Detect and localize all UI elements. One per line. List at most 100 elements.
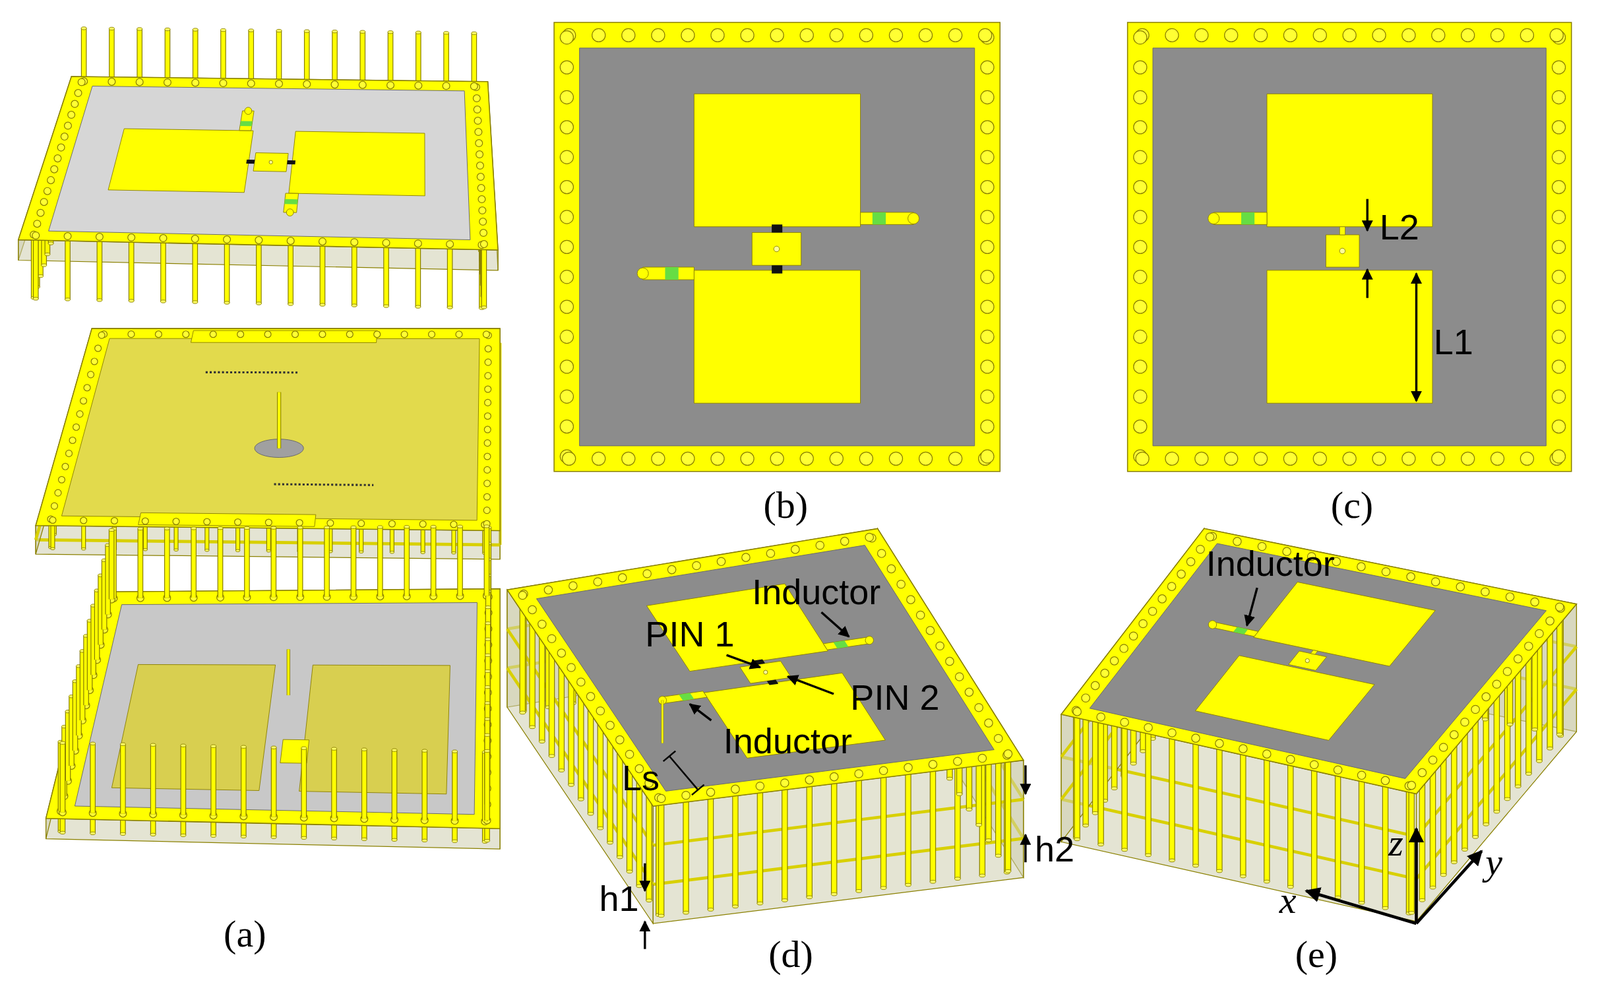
- via-pillar: [452, 751, 457, 821]
- via-pillar-edge: [855, 773, 862, 892]
- via-cap: [360, 30, 366, 33]
- via-cap: [301, 746, 307, 750]
- via-cap: [529, 725, 536, 729]
- via-hole: [80, 397, 88, 405]
- via-pillar: [906, 767, 911, 886]
- via-hole: [1471, 705, 1480, 713]
- via-pillar-edge: [192, 29, 199, 83]
- dipole-patch: [693, 93, 861, 227]
- via-cap: [451, 552, 456, 555]
- via-pillar: [444, 32, 449, 86]
- via-pillar-edge: [457, 526, 463, 596]
- via-cap: [255, 302, 262, 305]
- via-hole: [1309, 760, 1318, 769]
- pin-diode: [771, 265, 783, 274]
- via-pillar-edge: [1074, 711, 1081, 839]
- axis-label: x: [1279, 881, 1297, 920]
- via-cap: [108, 528, 115, 531]
- via-hole: [60, 133, 68, 141]
- shorting-pin-edge: [661, 700, 665, 744]
- via-cap: [150, 743, 156, 746]
- leader-line: [669, 755, 698, 790]
- via-pillar-edge: [351, 242, 358, 306]
- via-hole: [484, 372, 492, 380]
- via-hole: [1205, 532, 1214, 541]
- via-cap: [391, 838, 398, 841]
- via-cap: [1358, 900, 1365, 905]
- via-cap: [220, 28, 226, 31]
- board-frame: [1061, 528, 1577, 794]
- via-pillar: [109, 28, 114, 82]
- via-pillar-edge: [120, 743, 126, 814]
- via-pillar: [1098, 716, 1104, 845]
- via-hole: [1520, 28, 1534, 42]
- via-hole: [829, 451, 843, 465]
- via-pillar-edge: [707, 792, 714, 910]
- via-hole: [1481, 692, 1490, 701]
- via-pillar: [151, 744, 155, 814]
- via-cap: [297, 526, 303, 529]
- via-hole: [51, 502, 59, 510]
- via-cap: [979, 873, 986, 878]
- via-cap: [658, 914, 665, 918]
- via-hole: [1535, 629, 1544, 638]
- via-hole: [480, 229, 488, 237]
- via-hole: [373, 331, 381, 338]
- via-hole: [1461, 451, 1475, 465]
- via-hole: [474, 117, 482, 125]
- via-hole: [740, 451, 754, 465]
- via-cap: [485, 637, 491, 641]
- via-cap: [430, 524, 436, 528]
- via-pillar: [97, 236, 102, 301]
- via-hole: [455, 331, 463, 338]
- via-cap: [1481, 717, 1488, 721]
- via-cap: [387, 30, 394, 34]
- via-pillar-edge: [1408, 785, 1415, 913]
- via-hole: [32, 232, 40, 240]
- feed-pin: [277, 392, 281, 449]
- via-hole: [1215, 739, 1224, 748]
- via-hole: [76, 410, 84, 418]
- dipole-patch: [693, 270, 861, 403]
- via-hole: [557, 648, 566, 657]
- via-hole: [450, 521, 458, 528]
- feed-pin-edge: [276, 392, 281, 449]
- via-hole: [559, 90, 574, 104]
- via-cap: [1082, 823, 1089, 828]
- via-hole: [141, 517, 149, 525]
- via-hole: [95, 233, 103, 241]
- via-hole: [472, 94, 481, 103]
- via-hole: [528, 605, 537, 614]
- via-hole: [766, 549, 775, 558]
- via-hole: [1524, 641, 1533, 650]
- via-hole: [40, 198, 48, 206]
- via-hole: [1428, 755, 1437, 764]
- via-pillar: [165, 29, 170, 82]
- via-cap: [954, 877, 961, 881]
- dimension-label: Ls: [621, 759, 660, 796]
- via-hole: [935, 641, 944, 650]
- via-cap: [732, 904, 739, 909]
- via-hole: [559, 420, 574, 434]
- via-pillar: [129, 237, 134, 301]
- pin-diode: [753, 659, 766, 665]
- via-hole: [1490, 451, 1504, 465]
- via-hole: [559, 120, 574, 134]
- via-pillar-edge: [430, 526, 437, 596]
- via-hole: [482, 331, 490, 338]
- via-cap: [331, 747, 338, 750]
- via-hole: [1549, 28, 1564, 42]
- via-hole: [980, 360, 994, 374]
- slot-line: [205, 371, 299, 374]
- via-cap: [1514, 784, 1521, 789]
- via-pillar-edge: [244, 527, 250, 597]
- via-cap: [485, 605, 491, 609]
- via-cap: [757, 901, 764, 905]
- via-hole: [83, 384, 91, 392]
- via-pillar-edge: [137, 528, 144, 598]
- via-pillar-edge: [1192, 738, 1199, 866]
- via-hole: [980, 210, 994, 224]
- via-hole: [980, 449, 994, 463]
- via-hole: [1133, 210, 1147, 224]
- via-hole: [980, 150, 994, 164]
